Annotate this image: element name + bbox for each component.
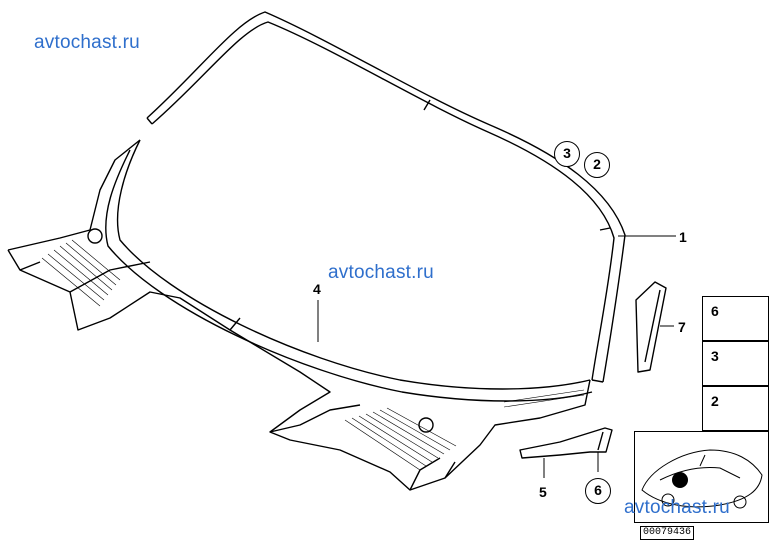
callout-1: 1 — [679, 229, 687, 245]
circle-callout-2: 2 — [584, 152, 610, 178]
kit-label-3: 3 — [711, 348, 719, 364]
windshield-seal-outer — [146, 11, 626, 383]
callout-4: 4 — [313, 281, 321, 297]
car-location-dot — [672, 472, 688, 488]
lower-trim — [519, 427, 613, 459]
car-thumbnail-sketch — [641, 449, 763, 509]
kit-label-2: 2 — [711, 393, 719, 409]
cowl-panel-body — [7, 139, 591, 491]
watermark-bottom-right: avtochast.ru — [624, 497, 730, 518]
cowl-hatching — [41, 239, 585, 471]
kit-cell-6: 6 — [702, 296, 769, 341]
kit-cell-3: 3 — [702, 341, 769, 386]
callout-7: 7 — [678, 319, 686, 335]
callout-5: 5 — [539, 484, 547, 500]
cowl-panel-upper-edge — [116, 139, 591, 390]
diagram-code: 00079436 — [640, 526, 695, 540]
circle-callout-6: 6 — [585, 478, 611, 504]
circle-callout-3: 3 — [554, 141, 580, 167]
watermark-center: avtochast.ru — [328, 262, 434, 283]
kit-cell-2: 2 — [702, 386, 769, 431]
side-trim — [635, 281, 667, 373]
kit-label-6: 6 — [711, 303, 719, 319]
windshield-seal-inner — [151, 21, 615, 381]
watermark-top-left: avtochast.ru — [34, 32, 140, 53]
car-location-box — [634, 431, 769, 523]
cowl-panel-inner-edge — [105, 149, 593, 402]
